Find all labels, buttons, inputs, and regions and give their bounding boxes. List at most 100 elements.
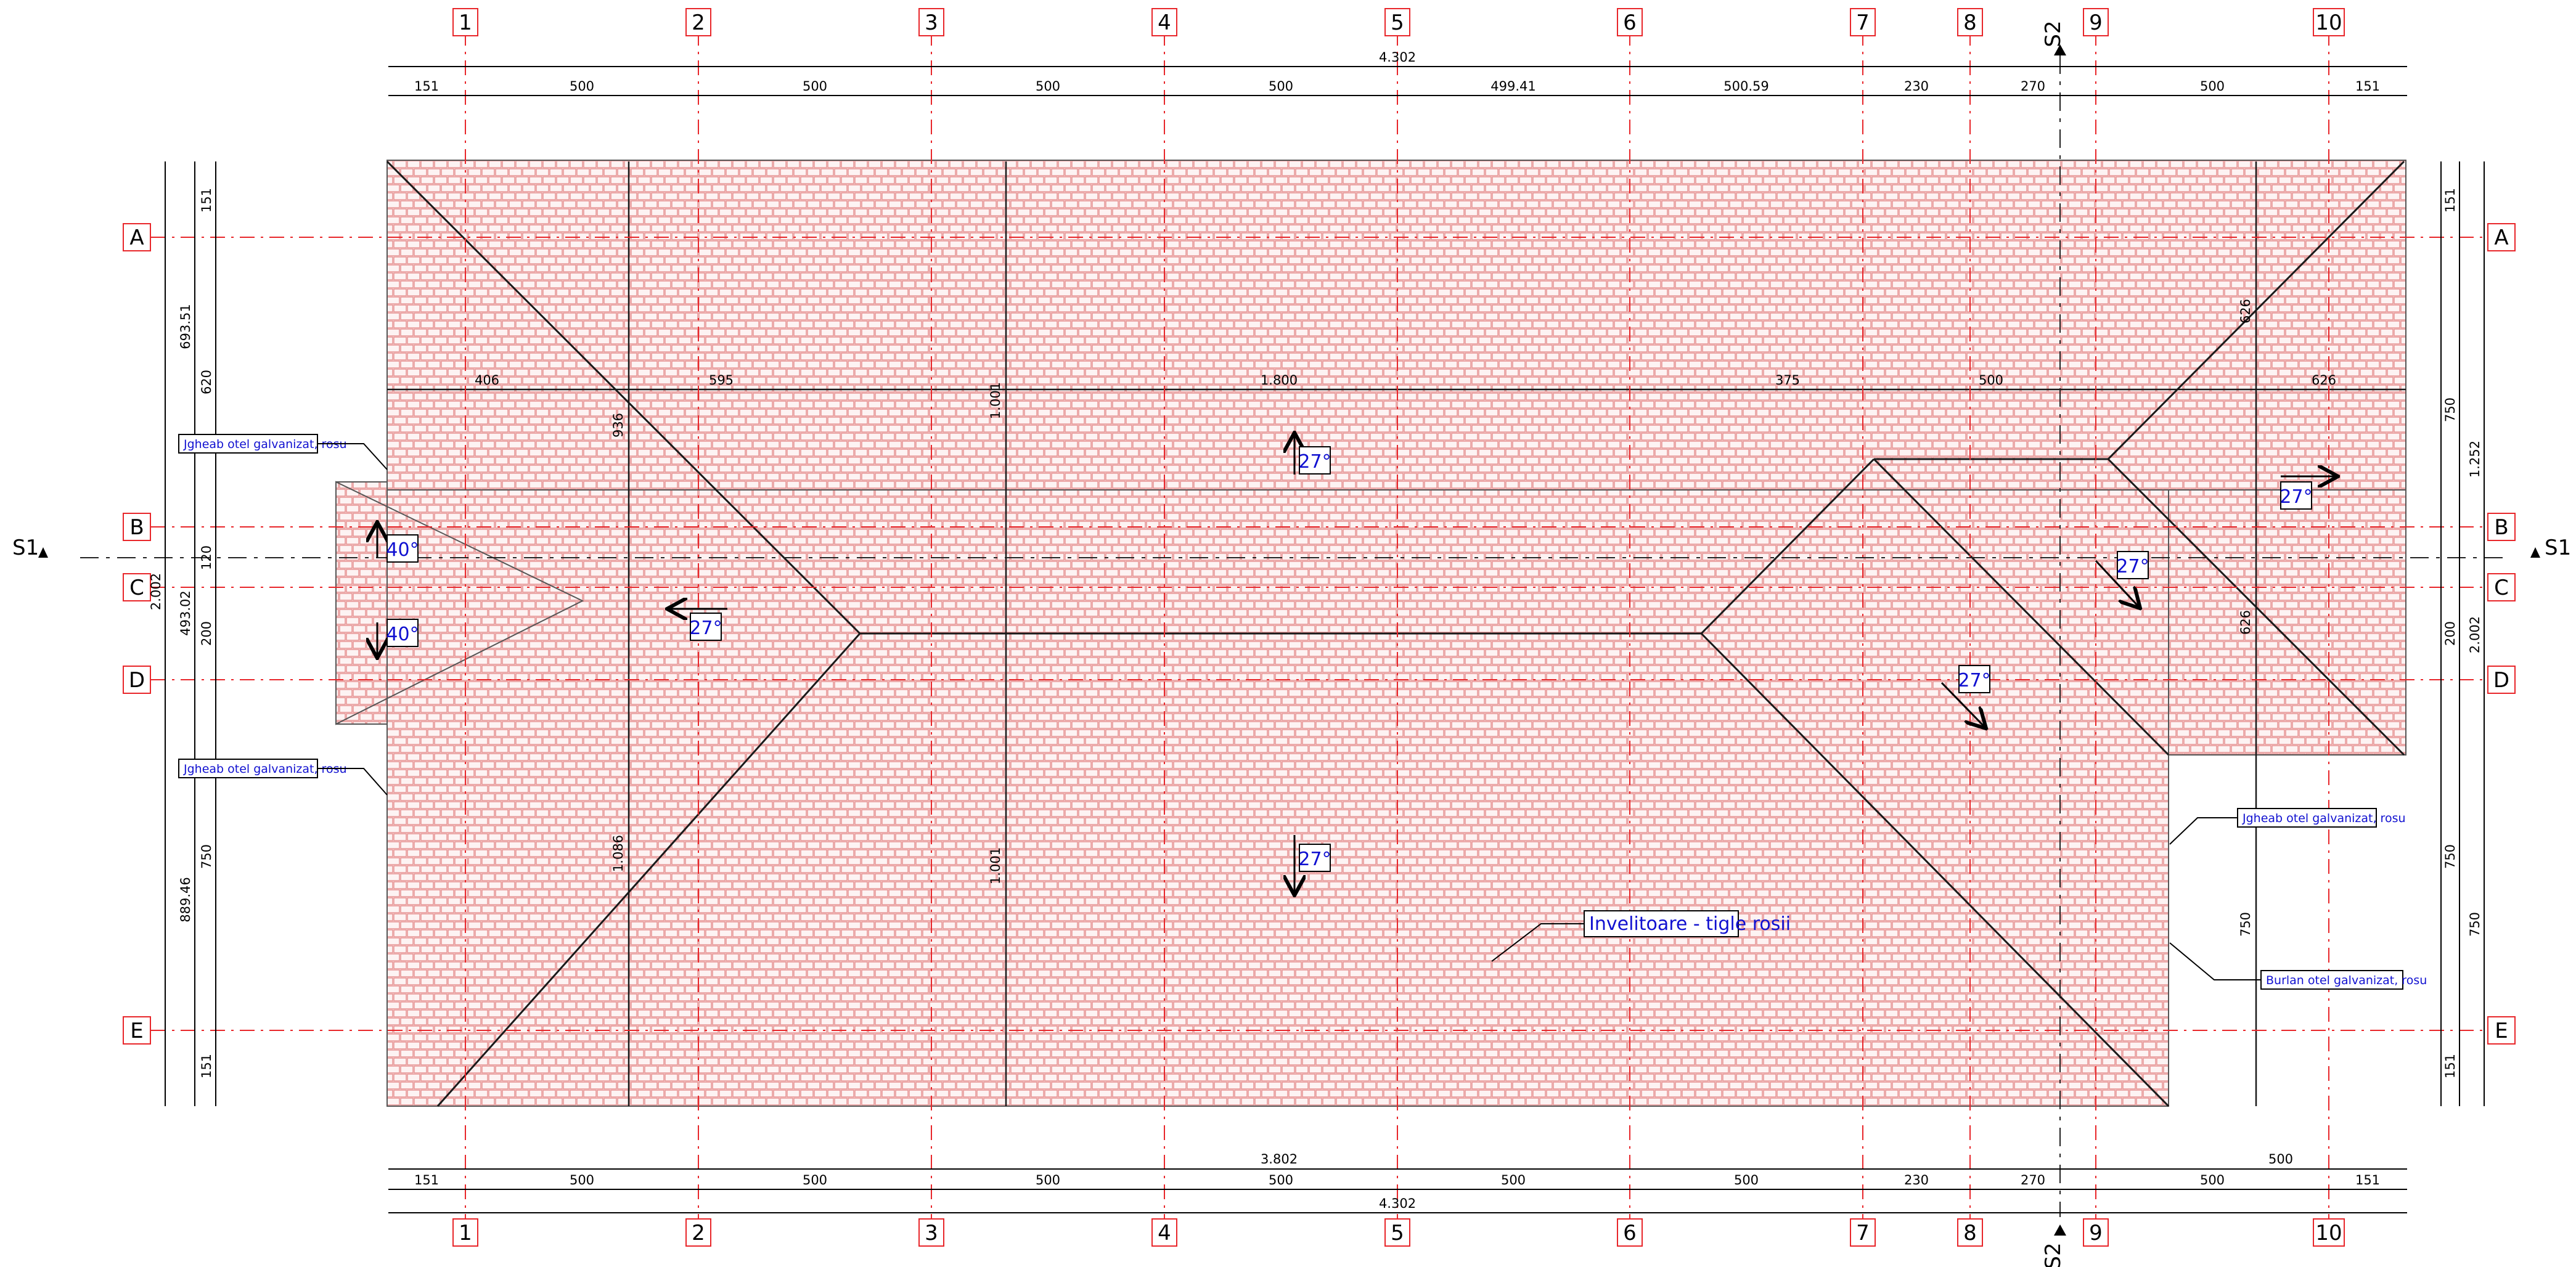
roof-lines <box>386 160 2406 1107</box>
axis-row-B-left: B <box>123 513 151 541</box>
axis-column-10-bottom: 10 <box>2313 1218 2345 1247</box>
dim-bottom-chain: 270 <box>2021 1173 2045 1188</box>
slope-label-south: 27° <box>1298 844 1331 872</box>
axis-column-3-top: 3 <box>918 8 944 36</box>
svg-text:2: 2 <box>692 10 705 35</box>
axis-column-8-top: 8 <box>1957 8 1983 36</box>
dimension-bottom <box>388 1168 2407 1213</box>
dim-left-total: 2.002 <box>149 573 163 610</box>
axis-column-5-bottom: 5 <box>1384 1218 1410 1247</box>
dim-top-total: 4.302 <box>1379 50 1416 65</box>
section-s2-top: S2 <box>2041 20 2066 55</box>
dim-right-inner: 750 <box>2443 397 2458 422</box>
roof-main <box>386 160 2406 491</box>
dim-left-inner: 151 <box>199 188 214 213</box>
axis-column-6-top: 6 <box>1617 8 1643 36</box>
dim-right-inner: 151 <box>2443 1054 2458 1078</box>
hip-line <box>1700 458 1875 635</box>
svg-text:3: 3 <box>925 1221 938 1245</box>
dim-interior-h: 375 <box>1775 373 1800 388</box>
dim-top-chain: 499.41 <box>1490 79 1535 94</box>
svg-text:8: 8 <box>1963 1221 1977 1245</box>
dim-interior-v: 626 <box>2238 299 2253 324</box>
dimension-left <box>165 161 216 1106</box>
svg-text:8: 8 <box>1963 10 1977 35</box>
section-s1-left: S1 <box>12 536 48 560</box>
svg-text:5: 5 <box>1391 10 1404 35</box>
slope-labels: 40° 40° 27° 27° 27° 27° 27° 27° <box>386 446 2313 872</box>
dim-bottom-chain: 500 <box>2200 1173 2225 1188</box>
svg-text:5: 5 <box>1391 1221 1404 1245</box>
note-downpipe: Burlan otel galvanizat, rosu <box>2169 942 2427 990</box>
note-gutter-1: Jgheab otel galvanizat, rosu <box>178 434 388 470</box>
dimension-left-labels: 2.002 693.51 493.02 889.46 151 620 120 2… <box>149 188 214 1078</box>
hip-line <box>1873 458 2170 756</box>
dim-left-mid: 493.02 <box>178 590 193 635</box>
svg-text:6: 6 <box>1623 1221 1637 1245</box>
svg-text:27°: 27° <box>1298 849 1331 870</box>
dim-top-chain: 500.59 <box>1723 79 1768 94</box>
dim-interior-h: 1.800 <box>1261 373 1298 388</box>
svg-text:3: 3 <box>925 10 938 35</box>
dim-interior-v: 750 <box>2238 912 2253 937</box>
roof-surface <box>335 160 2406 1107</box>
axis-column-1-top: 1 <box>452 8 478 36</box>
dim-right-total: 2.002 <box>2468 616 2482 653</box>
section-s2-bottom: S2 <box>2041 1224 2066 1267</box>
svg-text:40°: 40° <box>386 624 419 645</box>
axis-row-C-right: C <box>2487 573 2516 601</box>
roof-lower <box>386 489 2169 1107</box>
axis-bubbles: 1 2 3 4 5 6 7 8 9 10 1 2 3 4 5 6 7 8 9 1… <box>123 8 2516 1247</box>
dim-top-chain: 230 <box>1904 79 1929 94</box>
slope-label-west: 27° <box>689 613 722 641</box>
dim-interior-v: 1.001 <box>988 847 1003 884</box>
axis-row-C-left: C <box>123 573 151 601</box>
slope-label-porch-down: 40° <box>386 619 419 647</box>
dim-top-chain: 500 <box>803 79 827 94</box>
axis-row-A-right: A <box>2487 223 2516 251</box>
svg-text:S1: S1 <box>2545 536 2571 560</box>
dim-interior-v: 1.086 <box>611 835 626 872</box>
dim-interior-h: 406 <box>475 373 499 388</box>
dim-bottom-chain: 500 <box>1734 1173 1759 1188</box>
dim-left-inner: 620 <box>199 370 214 394</box>
svg-text:E: E <box>130 1019 143 1043</box>
svg-text:4: 4 <box>1158 10 1171 35</box>
svg-text:Jgheab otel galvanizat, rosu: Jgheab otel galvanizat, rosu <box>2242 812 2406 825</box>
dim-bottom-extra: 500 <box>2268 1152 2293 1167</box>
dim-right-inner: 151 <box>2443 188 2458 213</box>
dim-left-inner: 750 <box>199 844 214 869</box>
dim-top-chain: 270 <box>2021 79 2045 94</box>
dimension-top-labels: 4.302 151 500 500 500 500 499.41 500.59 … <box>414 50 2380 94</box>
dim-interior-v: 1.001 <box>988 382 1003 419</box>
axis-column-2-bottom: 2 <box>685 1218 711 1247</box>
slope-label-north: 27° <box>1298 446 1331 475</box>
svg-text:D: D <box>129 668 145 693</box>
dimension-bottom-labels: 3.802 500 151 500 500 500 500 500 500 23… <box>414 1152 2380 1211</box>
svg-text:Invelitoare - tigle rosii: Invelitoare - tigle rosii <box>1589 913 1791 935</box>
axis-row-D-right: D <box>2487 666 2516 694</box>
dimension-right <box>2440 161 2485 1106</box>
axis-column-7-bottom: 7 <box>1850 1218 1876 1247</box>
dim-left-inner: 120 <box>199 545 214 570</box>
axis-column-10-top: 10 <box>2313 8 2345 36</box>
note-covering: Invelitoare - tigle rosii <box>1491 910 1791 962</box>
svg-text:4: 4 <box>1158 1221 1171 1245</box>
svg-text:Burlan otel galvanizat, rosu: Burlan otel galvanizat, rosu <box>2266 974 2427 987</box>
dim-interior-v: 626 <box>2238 610 2253 635</box>
svg-text:10: 10 <box>2315 1221 2342 1245</box>
svg-text:C: C <box>129 576 144 600</box>
dimension-top <box>388 66 2407 96</box>
axis-column-4-bottom: 4 <box>1151 1218 1177 1247</box>
slope-label-east: 27° <box>2280 481 2313 510</box>
dim-interior-h: 595 <box>709 373 734 388</box>
dim-interior-h: 500 <box>1979 373 2003 388</box>
svg-text:S1: S1 <box>12 536 39 560</box>
svg-text:27°: 27° <box>2280 486 2312 508</box>
svg-text:E: E <box>2495 1019 2508 1043</box>
hip-line <box>436 633 861 1107</box>
svg-text:S2: S2 <box>2041 20 2066 47</box>
axis-lines <box>151 31 2490 1226</box>
svg-text:10: 10 <box>2315 10 2342 35</box>
roof-porch-gable <box>335 481 584 725</box>
